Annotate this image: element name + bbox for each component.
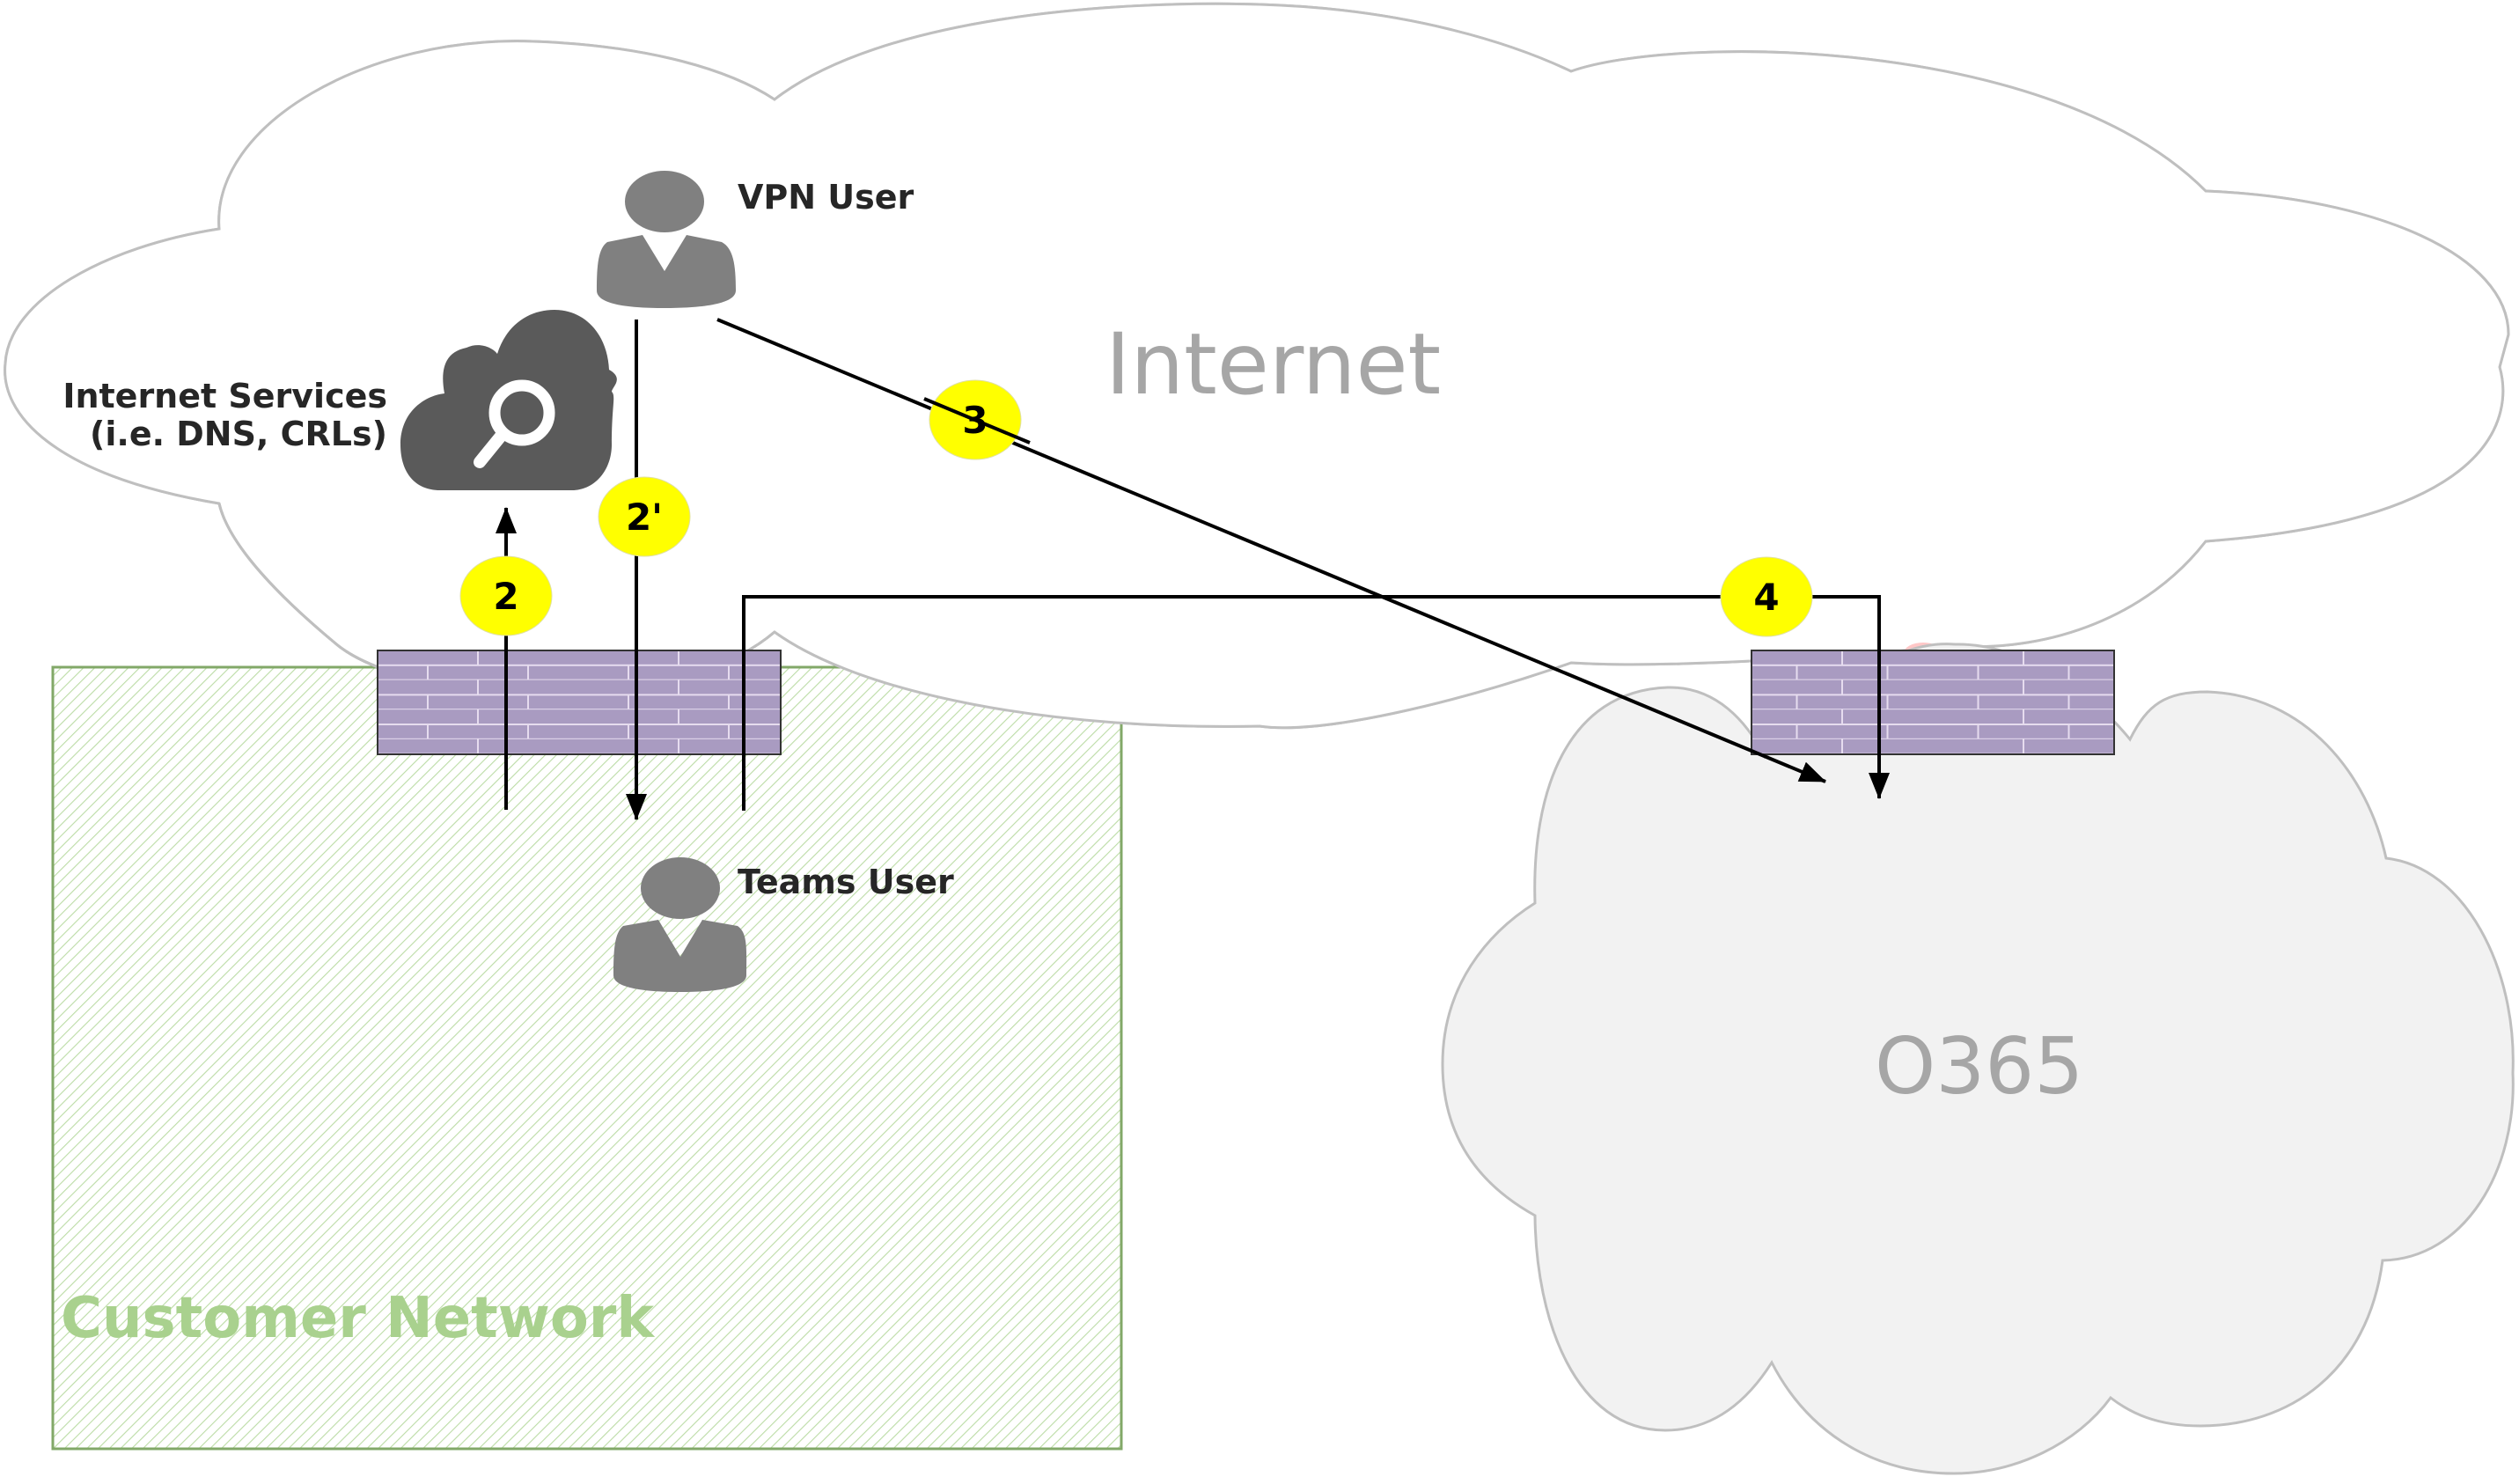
flow-3-arrow: [716, 318, 1826, 783]
flow-2p-badge: 2': [598, 476, 691, 557]
internet-services-sublabel: (i.e. DNS, CRLs): [90, 415, 387, 453]
svg-text:4: 4: [1753, 576, 1779, 619]
o365-label: O365: [1875, 1021, 2083, 1112]
internet-label: Internet: [1105, 315, 1441, 414]
vpn-user-label: VPN User: [738, 178, 914, 217]
customer-firewall-icon: [377, 650, 782, 755]
teams-user-label: Teams User: [738, 863, 954, 901]
teams-user-icon: [613, 857, 747, 992]
flow-4-badge: 4: [1720, 556, 1813, 637]
o365-firewall-icon: [1751, 650, 2115, 755]
flow-2-badge: 2: [459, 555, 553, 636]
flow-3-badge: 3: [923, 379, 1031, 460]
svg-text:2: 2: [493, 575, 518, 618]
flow-4-arrow: [742, 595, 1890, 811]
internet-services-label: Internet Services: [62, 377, 387, 415]
customer-network-zone: Customer Network: [51, 665, 1123, 1451]
svg-text:3: 3: [962, 399, 988, 442]
customer-network-label: Customer Network: [61, 1286, 655, 1351]
vpn-user-icon: [597, 171, 736, 308]
cloud-search-icon: [400, 310, 617, 490]
o365-cloud: O365: [1441, 643, 2515, 1475]
svg-text:2': 2': [626, 496, 663, 539]
